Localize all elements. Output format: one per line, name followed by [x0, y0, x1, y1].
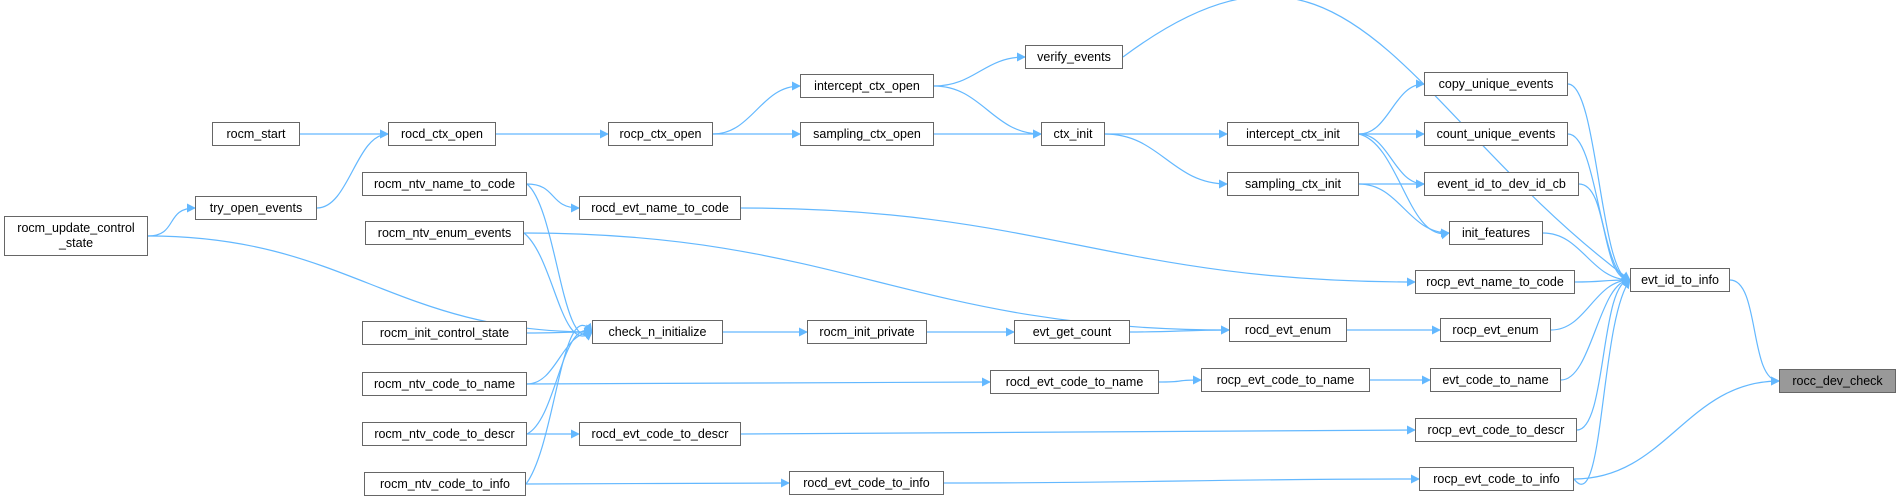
node-sampling-ctx-init[interactable]: sampling_ctx_init	[1227, 172, 1359, 196]
edge-rocp-evt-code-to-descr-to-evt-id-to-info	[1576, 275, 1631, 431]
edge-count-unique-events-to-evt-id-to-info	[1567, 133, 1631, 285]
edge-rocm-ntv-code-to-name-to-rocd-evt-code-to-name	[526, 377, 991, 387]
node-rocp-evt-code-to-descr[interactable]: rocp_evt_code_to_descr	[1415, 418, 1577, 442]
edge-try-open-events-to-rocd-ctx-open	[316, 129, 389, 209]
node-init-features[interactable]: init_features	[1449, 221, 1543, 245]
edge-sampling-ctx-init-to-init-features	[1358, 183, 1450, 238]
node-intercept-ctx-open[interactable]: intercept_ctx_open	[800, 74, 934, 98]
node-rocd-evt-code-to-name[interactable]: rocd_evt_code_to_name	[990, 370, 1159, 394]
node-evt-code-to-name[interactable]: evt_code_to_name	[1430, 368, 1561, 392]
edge-intercept-ctx-open-to-ctx-init	[933, 85, 1042, 139]
node-rocm-ntv-code-to-descr[interactable]: rocm_ntv_code_to_descr	[362, 422, 527, 446]
edge-intercept-ctx-open-to-verify-events	[933, 52, 1026, 87]
edge-rocd-evt-code-to-info-to-rocp-evt-code-to-info	[943, 474, 1420, 484]
node-rocm-ntv-enum-events[interactable]: rocm_ntv_enum_events	[365, 221, 524, 245]
edge-rocm-init-control-state-to-check-n-initialize	[526, 327, 593, 337]
edge-rocm-ntv-code-to-descr-to-check-n-initialize	[526, 324, 593, 435]
edge-intercept-ctx-init-to-copy-unique-events	[1358, 79, 1425, 135]
edge-init-features-to-evt-id-to-info	[1542, 232, 1631, 285]
edge-rocm-update-control-state-to-check-n-initialize	[147, 235, 593, 337]
edge-rocd-evt-name-to-code-to-rocp-evt-name-to-code	[740, 207, 1416, 287]
edge-rocm-update-control-state-to-try-open-events	[147, 203, 196, 237]
node-rocd-evt-code-to-descr[interactable]: rocd_evt_code_to_descr	[579, 422, 741, 446]
node-rocp-evt-code-to-info[interactable]: rocp_evt_code_to_info	[1419, 467, 1574, 491]
node-rocp-evt-name-to-code[interactable]: rocp_evt_name_to_code	[1415, 270, 1575, 294]
edge-evt-code-to-name-to-evt-id-to-info	[1560, 275, 1631, 381]
node-evt-id-to-info[interactable]: evt_id_to_info	[1630, 268, 1730, 292]
node-try-open-events[interactable]: try_open_events	[195, 196, 317, 220]
node-intercept-ctx-init[interactable]: intercept_ctx_init	[1227, 122, 1359, 146]
node-rocp-evt-code-to-name[interactable]: rocp_evt_code_to_name	[1201, 368, 1370, 392]
node-count-unique-events[interactable]: count_unique_events	[1424, 122, 1568, 146]
edge-verify-events-to-evt-id-to-info	[1122, 0, 1631, 281]
edge-rocm-ntv-name-to-code-to-rocd-evt-name-to-code	[526, 183, 580, 213]
edge-rocp-evt-code-to-info-to-evt-id-to-info	[1573, 279, 1631, 485]
node-copy-unique-events[interactable]: copy_unique_events	[1424, 72, 1568, 96]
edge-rocd-evt-code-to-name-to-rocp-evt-code-to-name	[1158, 375, 1202, 385]
node-rocm-ntv-name-to-code[interactable]: rocm_ntv_name_to_code	[362, 172, 527, 196]
node-rocc-dev-check[interactable]: rocc_dev_check	[1779, 369, 1896, 393]
node-rocm-init-private[interactable]: rocm_init_private	[807, 320, 927, 344]
node-rocm-init-control-state[interactable]: rocm_init_control_state	[362, 321, 527, 345]
edge-rocm-ntv-code-to-name-to-check-n-initialize	[526, 327, 593, 385]
node-rocd-evt-name-to-code[interactable]: rocd_evt_name_to_code	[579, 196, 741, 220]
edge-rocd-evt-code-to-descr-to-rocp-evt-code-to-descr	[740, 425, 1416, 435]
node-rocd-ctx-open[interactable]: rocd_ctx_open	[388, 122, 496, 146]
edge-rocm-ntv-enum-events-to-rocd-evt-enum	[523, 232, 1230, 335]
edge-evt-id-to-info-to-rocc-dev-check	[1729, 279, 1780, 386]
node-rocd-evt-enum[interactable]: rocd_evt_enum	[1229, 318, 1347, 342]
node-sampling-ctx-open[interactable]: sampling_ctx_open	[800, 122, 934, 146]
edge-intercept-ctx-init-to-event-id-to-dev-id-cb	[1358, 133, 1425, 189]
node-rocm-ntv-code-to-name[interactable]: rocm_ntv_code_to_name	[362, 372, 527, 396]
edge-rocp-ctx-open-to-intercept-ctx-open	[712, 81, 801, 135]
edge-rocm-ntv-code-to-info-to-rocd-evt-code-to-info	[525, 478, 790, 488]
edge-rocm-ntv-enum-events-to-check-n-initialize	[523, 232, 593, 341]
edge-event-id-to-dev-id-cb-to-evt-id-to-info	[1578, 183, 1631, 285]
node-verify-events[interactable]: verify_events	[1025, 45, 1123, 69]
node-rocm-ntv-code-to-info[interactable]: rocm_ntv_code_to_info	[364, 472, 526, 496]
edge-ctx-init-to-sampling-ctx-init	[1104, 133, 1228, 189]
node-rocm-start[interactable]: rocm_start	[212, 122, 300, 146]
node-ctx-init[interactable]: ctx_init	[1041, 122, 1105, 146]
node-event-id-to-dev-id-cb[interactable]: event_id_to_dev_id_cb	[1424, 172, 1579, 196]
edge-rocm-ntv-code-to-info-to-check-n-initialize	[525, 322, 593, 485]
node-evt-get-count[interactable]: evt_get_count	[1014, 320, 1130, 344]
edge-copy-unique-events-to-evt-id-to-info	[1567, 83, 1631, 285]
edge-rocp-evt-enum-to-evt-id-to-info	[1550, 275, 1631, 331]
node-rocp-evt-enum[interactable]: rocp_evt_enum	[1440, 318, 1551, 342]
edge-intercept-ctx-init-to-init-features	[1358, 133, 1450, 240]
edge-rocp-evt-code-to-info-to-rocc-dev-check	[1573, 376, 1780, 480]
node-rocm-update-control-state[interactable]: rocm_update_control _state	[4, 216, 148, 256]
node-rocp-ctx-open[interactable]: rocp_ctx_open	[608, 122, 713, 146]
node-check-n-initialize[interactable]: check_n_initialize	[592, 320, 723, 344]
node-rocd-evt-code-to-info[interactable]: rocd_evt_code_to_info	[789, 471, 944, 495]
